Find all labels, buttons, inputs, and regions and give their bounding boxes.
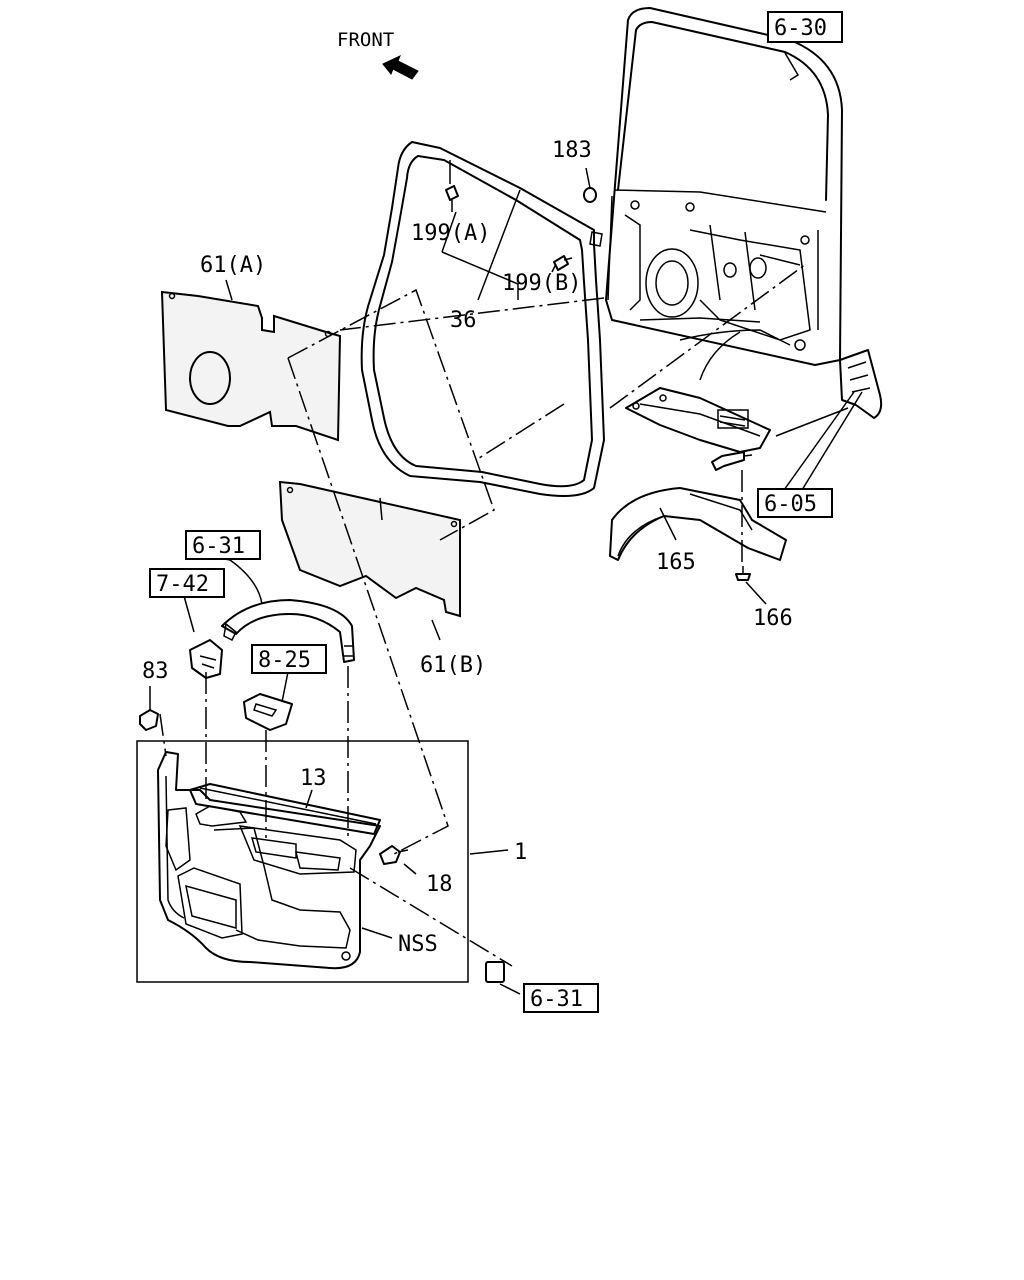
fastener-199	[445, 172, 573, 271]
grip-handle	[221, 599, 355, 663]
belt-molding	[189, 783, 381, 835]
ref-6-31-bottom-label: 6-31	[530, 987, 583, 1012]
callout-183: 183	[552, 138, 592, 163]
plug-183	[583, 187, 597, 203]
ref-6-31-bottom: 6-31	[523, 983, 599, 1013]
ref-7-42-label: 7-42	[156, 572, 209, 597]
ref-6-30-label: 6-30	[774, 16, 827, 41]
door-shell	[605, 7, 843, 381]
door-side-bracket	[839, 349, 883, 419]
leader-lines	[149, 52, 863, 995]
front-label: FRONT	[337, 29, 394, 51]
callout-nss: NSS	[398, 932, 438, 957]
seal-61b	[278, 480, 461, 618]
alignment-lines	[159, 263, 807, 967]
ref-6-05-label: 6-05	[764, 492, 817, 517]
door-trim-panel	[157, 751, 381, 970]
callout-36: 36	[450, 308, 477, 333]
callout-61a: 61(A)	[200, 253, 266, 278]
callout-199b: 199(B)	[502, 271, 581, 296]
callout-1: 1	[514, 840, 527, 865]
armrest-screw	[711, 451, 753, 471]
fastener-18	[379, 845, 409, 865]
front-indicator: FRONT	[337, 29, 419, 80]
ref-8-25-label: 8-25	[258, 648, 311, 673]
door-weatherstrip	[360, 141, 605, 497]
ref-8-25: 8-25	[251, 644, 327, 674]
callout-13: 13	[300, 766, 327, 791]
seal-61a	[160, 290, 342, 442]
callout-165: 165	[656, 550, 696, 575]
callout-18: 18	[426, 872, 453, 897]
switch-cover	[189, 639, 223, 679]
clip-631-bottom	[485, 961, 505, 983]
front-arrow-icon	[382, 55, 419, 80]
trim-assembly-frame	[136, 740, 469, 983]
window-switch	[243, 693, 293, 731]
door-pocket	[609, 487, 787, 561]
callout-61b: 61(B)	[420, 653, 486, 678]
ref-6-31-top-label: 6-31	[192, 534, 245, 559]
callout-199a: 199(A)	[411, 221, 490, 246]
armrest-base	[625, 387, 771, 453]
clip-83	[139, 709, 159, 731]
callout-166: 166	[753, 606, 793, 631]
ref-6-30: 6-30	[767, 11, 843, 43]
ref-7-42: 7-42	[149, 568, 225, 598]
ref-6-05: 6-05	[757, 488, 833, 518]
clip-166	[735, 566, 751, 581]
callout-83: 83	[142, 659, 169, 684]
ref-6-31-top: 6-31	[185, 530, 261, 560]
